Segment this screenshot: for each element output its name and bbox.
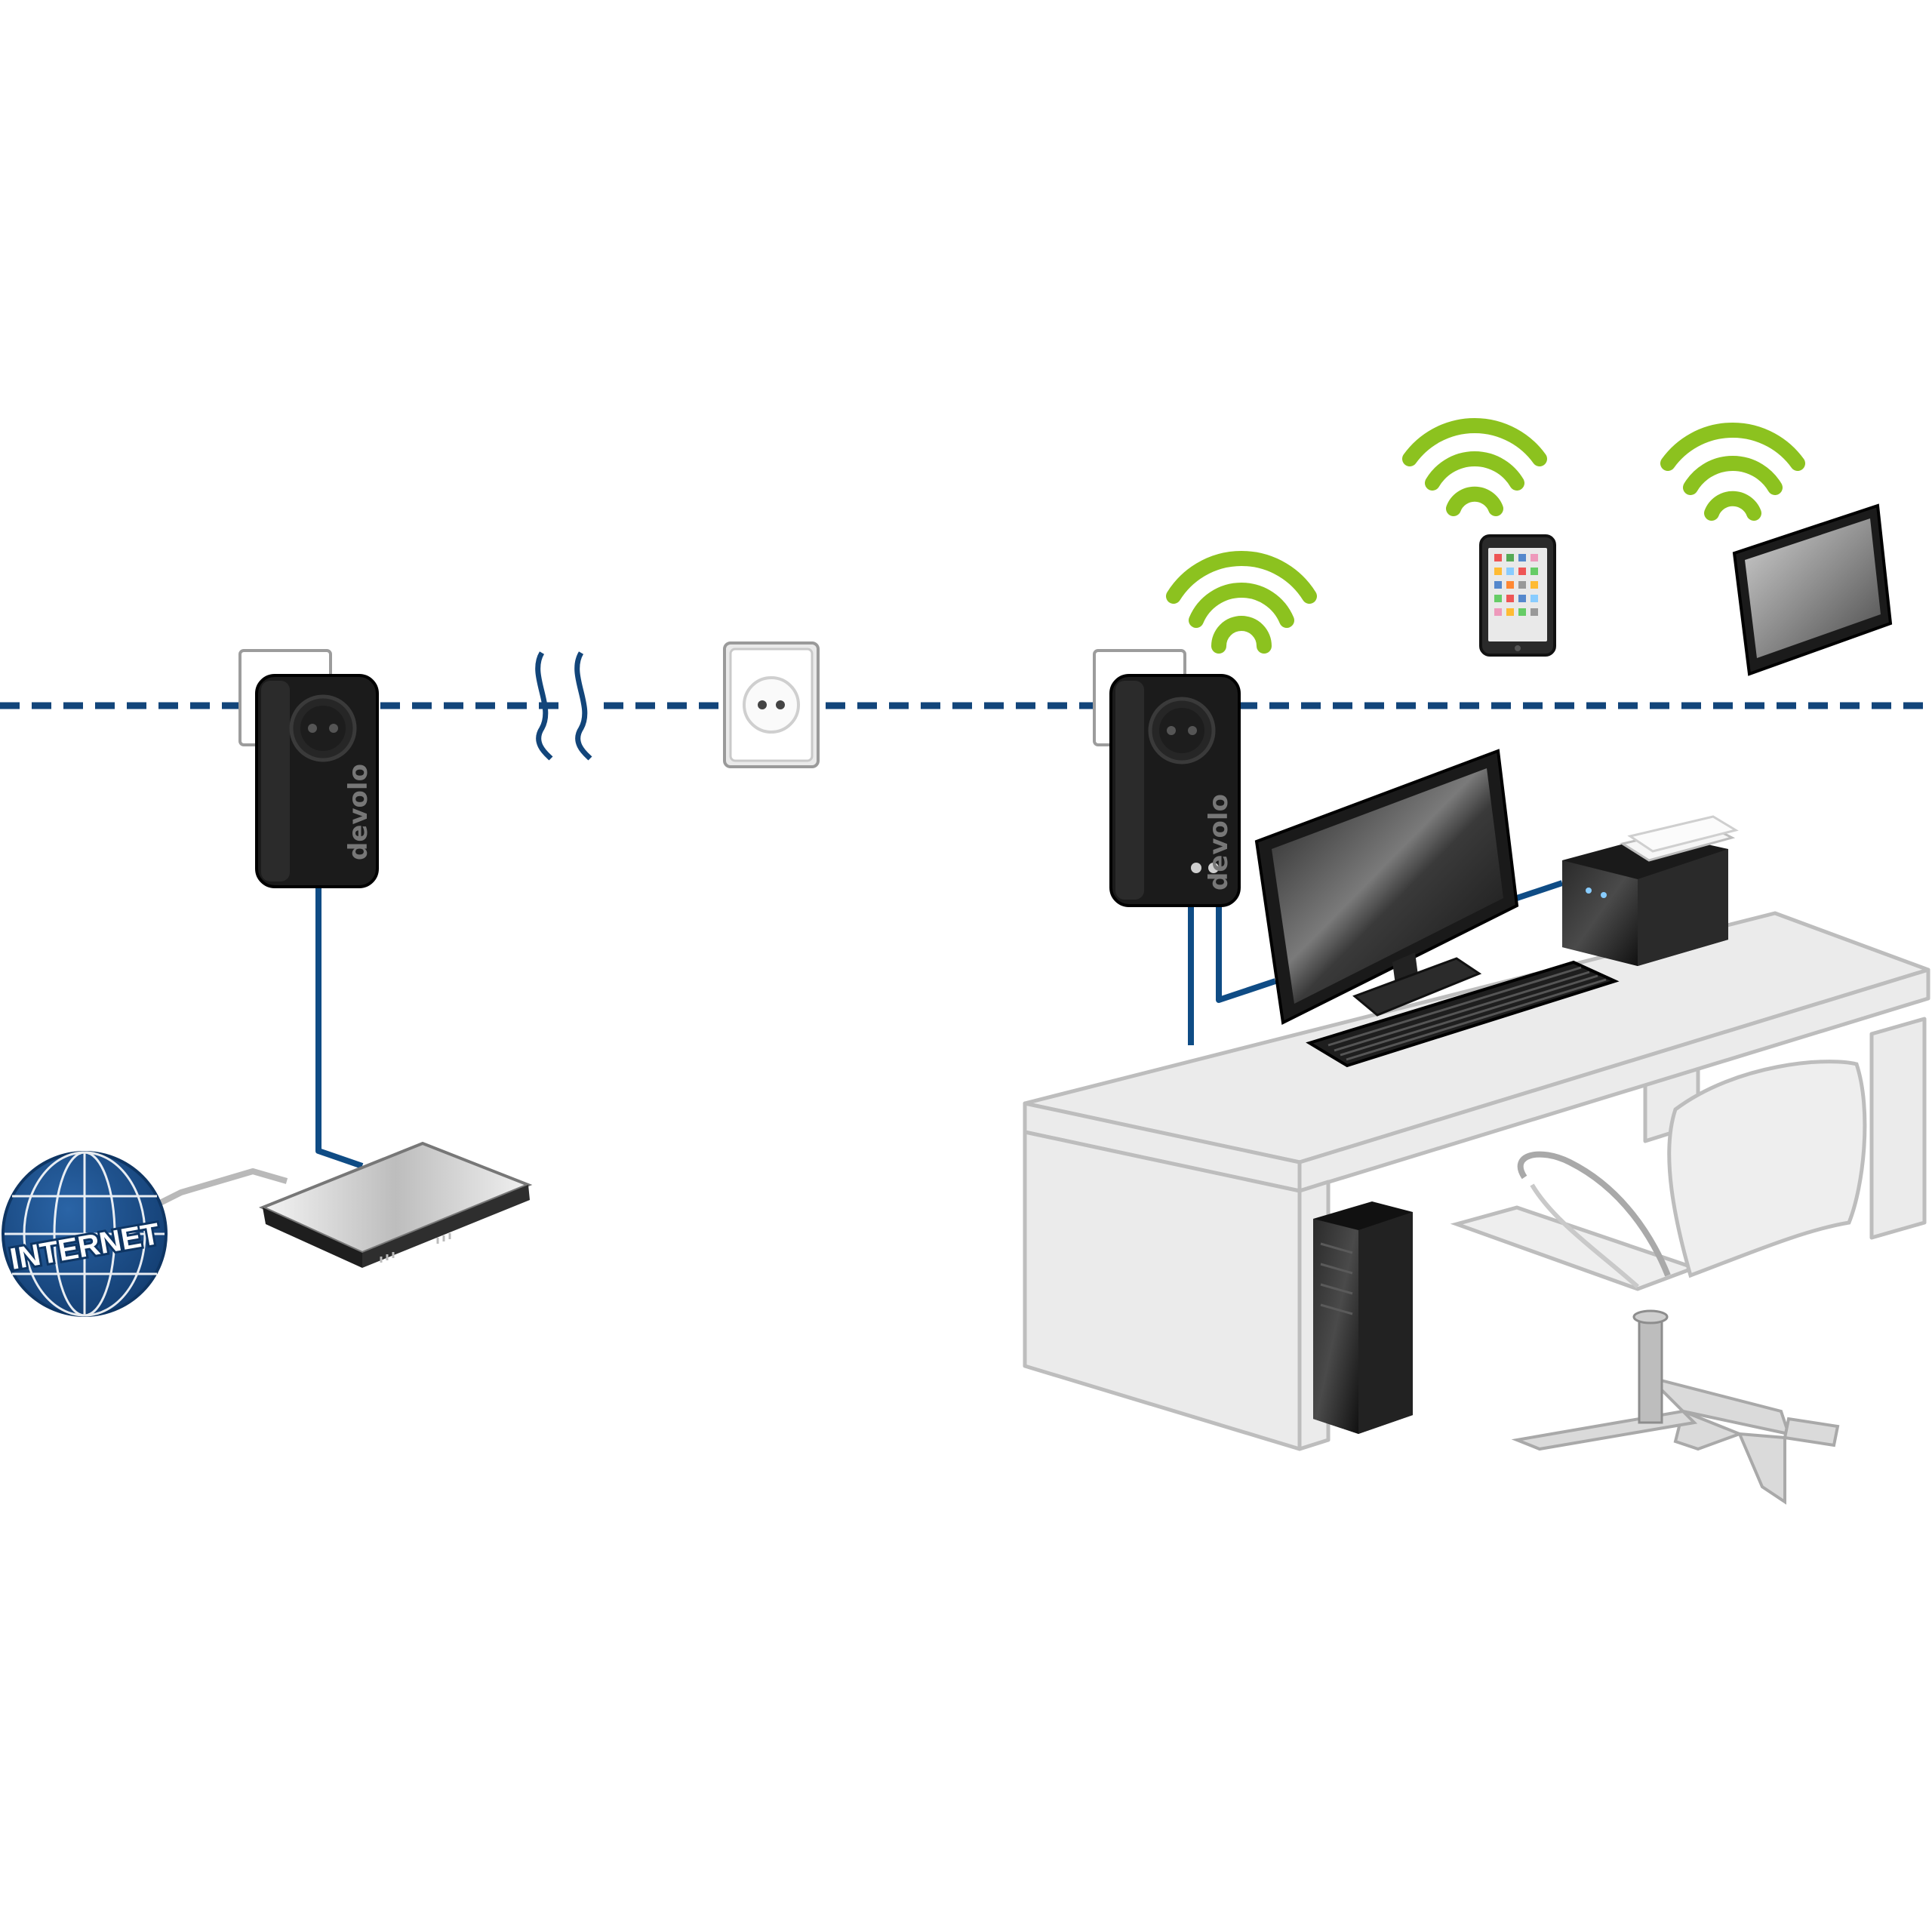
tablet-icon bbox=[1732, 503, 1893, 676]
cable-monitor-to-printer bbox=[1515, 880, 1564, 901]
wifi-icon bbox=[1402, 417, 1547, 516]
powerline-adapter-right: devolo bbox=[1093, 649, 1241, 907]
smartphone-icon bbox=[1479, 534, 1556, 657]
status-led-icon bbox=[1191, 863, 1201, 873]
adapter-brand-right: devolo bbox=[1204, 794, 1234, 891]
keyboard-icon bbox=[1306, 960, 1620, 1068]
cables bbox=[149, 880, 1564, 1211]
cable-globe-to-router bbox=[149, 1168, 288, 1211]
powerline-adapter-left: devolo bbox=[238, 649, 379, 888]
wall-socket-icon bbox=[723, 641, 820, 768]
break-symbol-icon bbox=[535, 651, 592, 761]
status-led-icon bbox=[1208, 863, 1219, 873]
printer-icon bbox=[1562, 815, 1739, 966]
wifi-icon bbox=[1166, 551, 1317, 654]
monitor-icon bbox=[1254, 749, 1519, 1026]
pc-tower-icon bbox=[1313, 1201, 1413, 1434]
adapter-brand-left: devolo bbox=[343, 764, 374, 860]
router-icon bbox=[258, 1141, 533, 1268]
desk-icon bbox=[1023, 911, 1930, 1451]
office-chair-icon bbox=[1450, 1060, 1867, 1505]
wifi-icon bbox=[1660, 422, 1805, 521]
internet-globe-icon: INTERNET bbox=[2, 1151, 168, 1317]
cable-adapter-to-router bbox=[315, 883, 364, 1169]
cable-adapter-to-monitor bbox=[1216, 906, 1277, 1003]
